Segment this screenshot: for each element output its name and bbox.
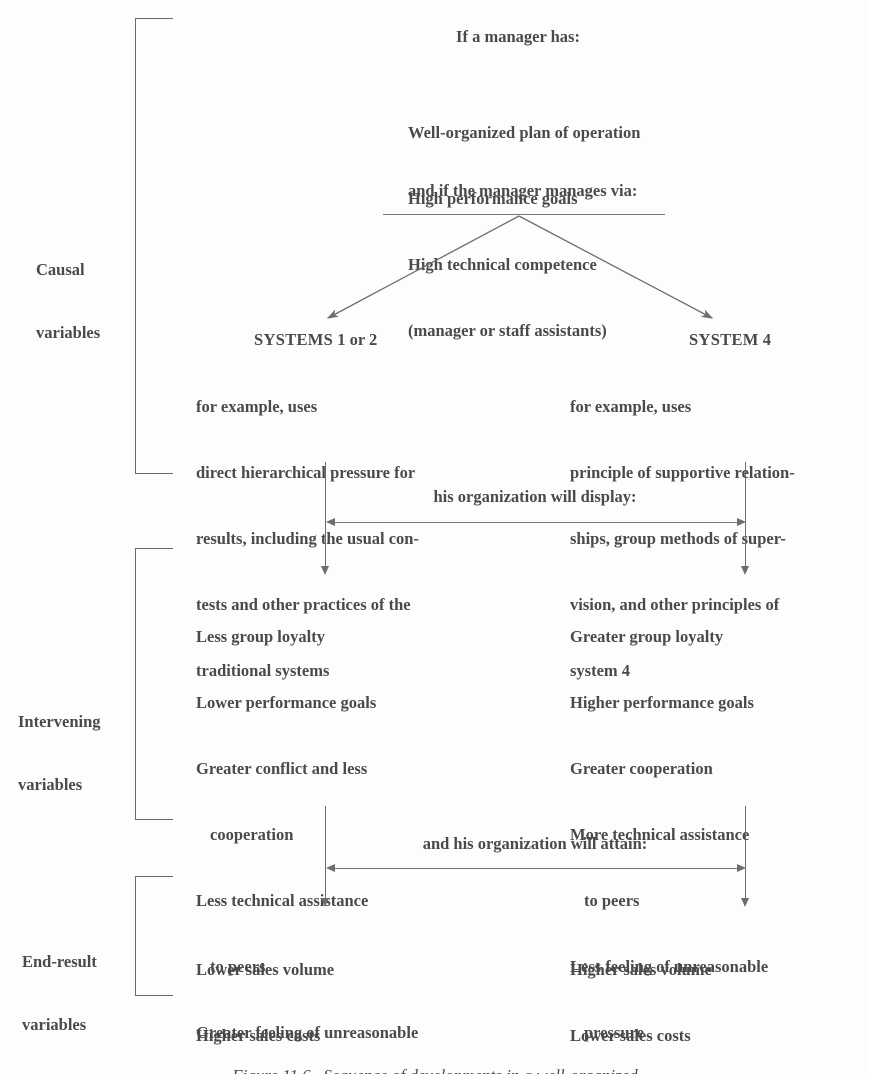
label-causal-variables: Causal variables — [36, 217, 132, 385]
premise-item: Well-organized plan of operation — [408, 123, 641, 142]
list-item: Greater group loyalty — [570, 627, 724, 646]
premise-heading: If a manager has: — [456, 27, 580, 46]
branch-right-line: system 4 — [570, 661, 631, 680]
branch-left-system-label: SYSTEMS 1 or 2 — [254, 330, 377, 350]
branch-right-system-label: SYSTEM 4 — [689, 330, 771, 350]
endresult-left-list: Lower sales volume Higher sales costs Lo… — [196, 915, 546, 1074]
connector-display-arrow-line — [329, 522, 743, 523]
list-item: Less group loyalty — [196, 627, 325, 646]
connector-label-display: his organization will display: — [433, 487, 637, 506]
list-item: to peers — [584, 891, 640, 910]
connector-display-arrowhead-right — [737, 518, 746, 526]
intervening-right-list: Greater group loyalty Higher performance… — [570, 582, 869, 1074]
branch-right-system-smallcaps: SYSTEM — [689, 330, 759, 349]
branch-right-description: for example, uses principle of supportiv… — [570, 352, 869, 726]
branch-left-system-rest: 1 or 2 — [333, 330, 378, 349]
premise-item: (manager or staff assistants) — [408, 321, 607, 340]
branch-left-line: tests and other practices of the — [196, 595, 411, 614]
figure-caption: Figure 11.6. Sequence of developments in… — [100, 1013, 770, 1074]
connector-label-attain: and his organization will attain: — [422, 834, 648, 853]
connector-attain-arrowhead-right — [737, 864, 746, 872]
list-item: Higher performance goals — [570, 693, 754, 712]
label-causal-variables-line1: Causal — [36, 260, 85, 279]
intervening-left-list: Less group loyalty Lower performance goa… — [196, 582, 546, 1074]
label-causal-variables-line2: variables — [36, 323, 101, 342]
list-item: cooperation — [210, 825, 294, 844]
list-item: to peers — [210, 957, 266, 976]
list-item: Higher sales costs — [196, 1026, 321, 1045]
branch-right-system-rest: 4 — [758, 330, 772, 349]
list-item: More technical assistance — [570, 825, 750, 844]
list-item: Greater feeling of unreasonable — [196, 1023, 419, 1042]
connector-right-vertical-lower — [745, 806, 746, 902]
list-item: Greater cooperation — [570, 759, 713, 778]
premise-item: High technical competence — [408, 255, 597, 274]
premise-item: High performance goals — [408, 189, 578, 208]
endresult-right-list: Higher sales volume Lower sales costs Hi… — [570, 915, 869, 1074]
connector-left-arrowhead-upper — [321, 566, 329, 575]
list-item: Lower performance goals — [196, 693, 377, 712]
label-intervening-variables-line1: Intervening — [18, 712, 101, 731]
connector-right-arrowhead-lower — [741, 898, 749, 907]
premise-list: Well-organized plan of operation High pe… — [408, 78, 738, 386]
connector-left-vertical-lower — [325, 806, 326, 902]
branch-left-system-smallcaps: SYSTEMS — [254, 330, 334, 349]
connector-attain-arrow-line — [329, 868, 743, 869]
branch-left-line: traditional systems — [196, 661, 330, 680]
connector-display-arrowhead-left — [326, 518, 335, 526]
list-item: pressure — [584, 1023, 644, 1042]
list-item: Lower sales costs — [570, 1026, 691, 1045]
connector-right-vertical-upper — [745, 462, 746, 570]
figure-caption-line1: Figure 11.6. Sequence of developments in… — [100, 1063, 770, 1074]
bracket-causal-variables — [135, 18, 173, 474]
label-end-result-variables: End-result variables — [22, 909, 142, 1074]
label-intervening-variables: Intervening variables — [18, 669, 138, 837]
branch-left-line: direct hierarchical pressure for — [196, 463, 416, 482]
connector-attain-arrowhead-left — [326, 864, 335, 872]
branch-left-description: for example, uses direct hierarchical pr… — [196, 352, 536, 726]
branch-right-line: ships, group methods of super- — [570, 529, 786, 548]
connector-left-vertical-upper — [325, 462, 326, 570]
branch-left-line: for example, uses — [196, 397, 318, 416]
connector-right-arrowhead-upper — [741, 566, 749, 575]
list-item: Higher sales volume — [570, 960, 712, 979]
bracket-intervening-variables — [135, 548, 173, 820]
branch-right-line: principle of supportive relation- — [570, 463, 795, 482]
connector-left-arrowhead-lower — [321, 898, 329, 907]
list-item: Lower sales volume — [196, 960, 335, 979]
list-item: Less feeling of unreasonable — [570, 957, 769, 976]
list-item: Greater conflict and less — [196, 759, 368, 778]
branch-right-line: vision, and other principles of — [570, 595, 780, 614]
premise-connector: and if the manager manages via: — [408, 181, 638, 200]
branch-left-line: results, including the usual con- — [196, 529, 419, 548]
list-item: Less technical assistance — [196, 891, 369, 910]
label-end-result-variables-line2: variables — [22, 1015, 87, 1034]
label-intervening-variables-line2: variables — [18, 775, 83, 794]
branch-top-rule — [383, 214, 665, 215]
label-end-result-variables-line1: End-result — [22, 952, 97, 971]
branch-right-line: for example, uses — [570, 397, 692, 416]
bracket-end-result-variables — [135, 876, 173, 996]
